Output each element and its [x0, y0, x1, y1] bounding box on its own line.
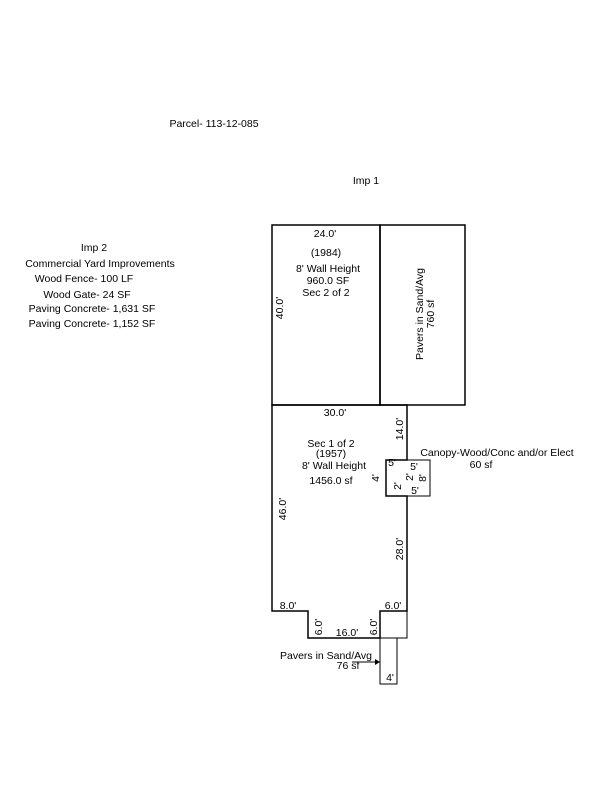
- imp2-line: Commercial Yard Improvements: [25, 258, 175, 270]
- canopy-dim-top-outer: 5': [388, 457, 396, 469]
- canopy-area: 60 sf: [470, 459, 493, 471]
- sec1-notch-left-dim: 6.0': [313, 619, 325, 636]
- sec1-section: Sec 1 of 2: [307, 438, 354, 450]
- sec2-section: Sec 2 of 2: [302, 287, 349, 299]
- pavers-small-outline: [379, 611, 408, 685]
- sec1-right-upper-dim: 14.0': [394, 418, 406, 440]
- sec2-year: (1984): [311, 247, 341, 259]
- sec1-notch-right-dim: 6.0': [368, 619, 380, 636]
- sec2-width-dim: 24.0': [314, 228, 336, 240]
- parcel-label: Parcel- 113-12-085: [169, 118, 258, 130]
- sec1-top-dim: 30.0': [324, 407, 346, 419]
- imp1-title: Imp 1: [353, 175, 379, 187]
- imp2-title: Imp 2: [81, 242, 107, 254]
- pavers-large-area: 760 sf: [425, 300, 437, 329]
- imp2-summary: Imp 2 Commercial Yard Improvements Wood …: [25, 242, 175, 330]
- sec1-bottom-left-dim: 8.0': [280, 600, 297, 612]
- imp2-line: Paving Concrete- 1,152 SF: [29, 318, 156, 330]
- sec1-right-lower-dim: 28.0': [394, 538, 406, 560]
- sec1-year: (1957): [316, 448, 346, 460]
- canopy-dim-inner-vert: 2': [404, 473, 416, 481]
- sec1-area: 1456.0 sf: [309, 475, 352, 487]
- imp2-line: Wood Gate- 24 SF: [43, 289, 130, 301]
- sec2-height-dim: 40.0': [274, 297, 286, 319]
- imp2-line: Paving Concrete- 1,631 SF: [29, 303, 156, 315]
- canopy-dim-bottom-outer: 5': [411, 485, 419, 497]
- pavers-small-label: Pavers in Sand/Avg: [280, 650, 372, 662]
- sec1-wall: 8' Wall Height: [302, 460, 366, 472]
- sec2-wall: 8' Wall Height: [296, 263, 360, 275]
- imp2-line: Wood Fence- 100 LF: [35, 273, 133, 285]
- sec2-area: 960.0 SF: [307, 275, 350, 287]
- pavers-small-area: 76 sf: [337, 660, 360, 672]
- sec1-notch-bottom-dim: 16.0': [336, 627, 358, 639]
- canopy-outline: [407, 459, 431, 497]
- pavers-large-outline: [379, 224, 466, 406]
- sec1-left-dim: 46.0': [277, 498, 289, 520]
- sec1-bottom-right-dim: 6.0': [385, 600, 402, 612]
- canopy-dim-left: 4': [370, 474, 382, 482]
- canopy-dim-top-inner: 5': [410, 461, 418, 473]
- pavers-small-arrow-head: [375, 659, 380, 665]
- canopy-dim-bottom-inner: 2': [392, 482, 404, 490]
- canopy-label: Canopy-Wood/Conc and/or Elect: [420, 447, 573, 459]
- pavers-small-dim: 4': [386, 672, 394, 684]
- pavers-large-label: Pavers in Sand/Avg: [414, 268, 426, 360]
- canopy-dim-right: 8': [417, 474, 429, 482]
